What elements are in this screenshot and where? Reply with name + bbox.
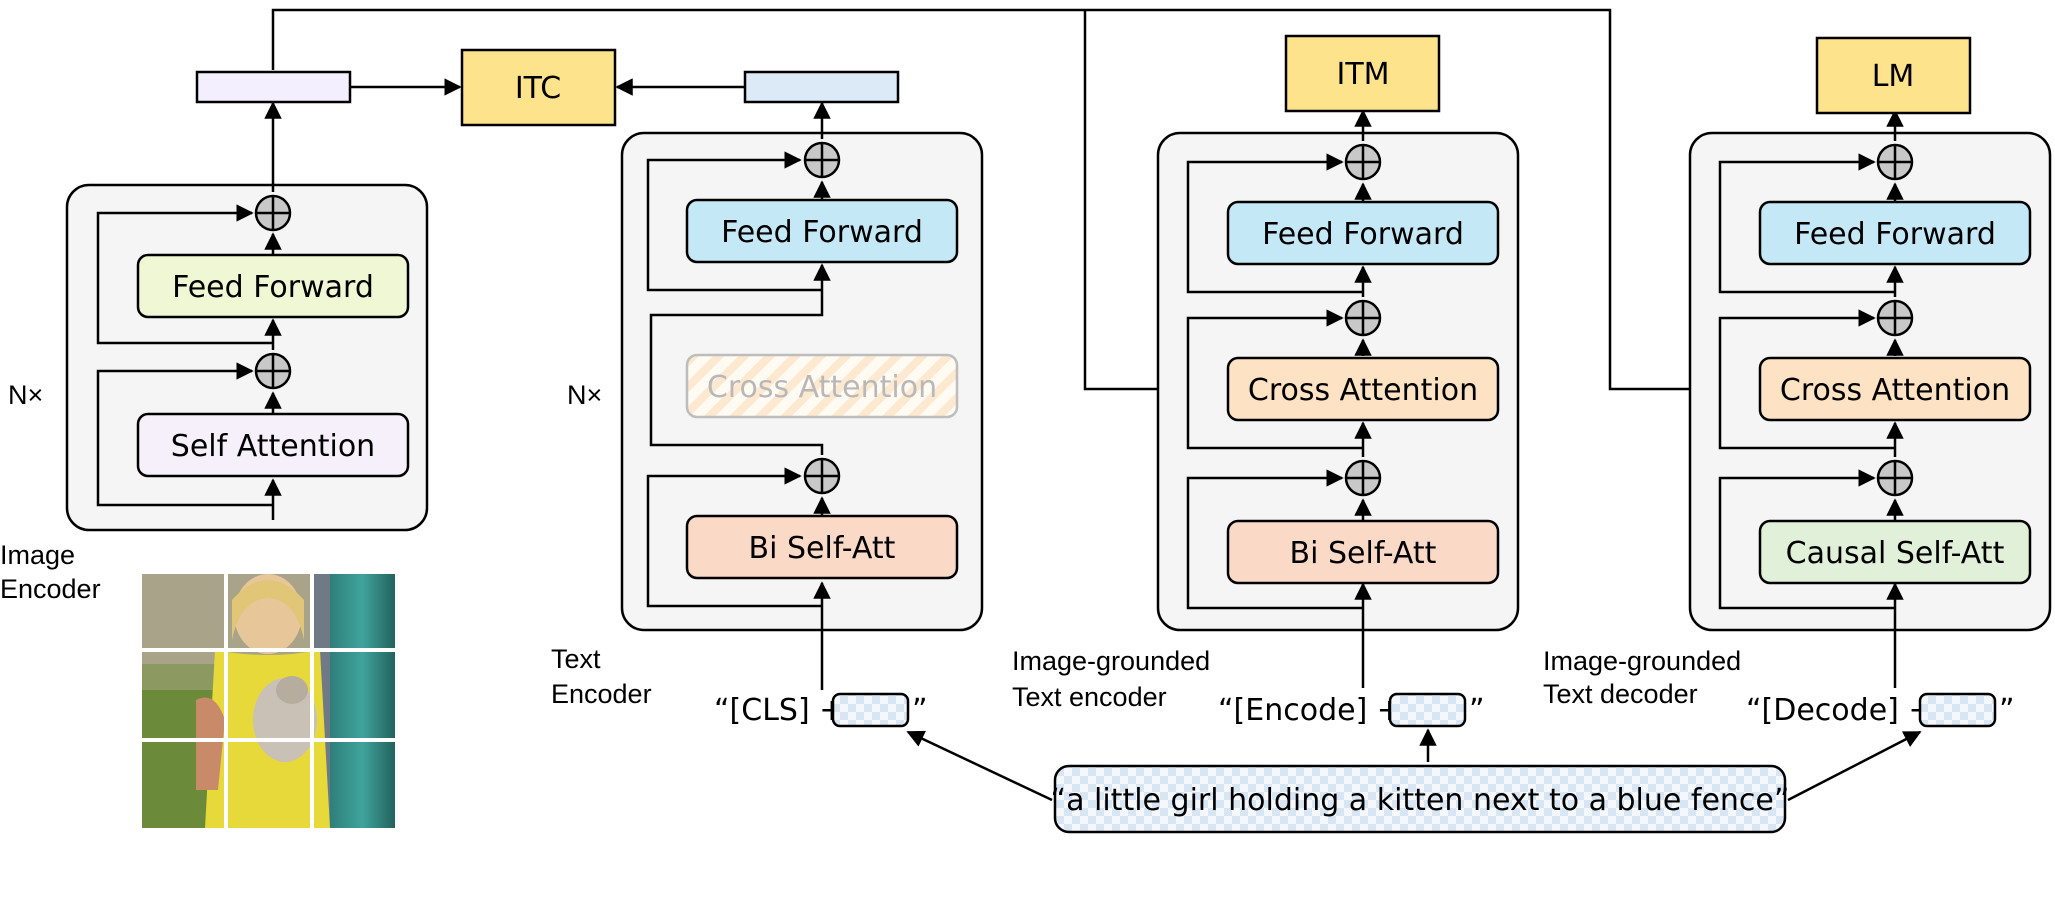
text-encoder-label-line1: Text	[551, 644, 601, 674]
decode-input: “[Decode] + ”	[1746, 692, 2015, 728]
itm-label: ITM	[1336, 57, 1389, 92]
grounded-enc-bi-self-att-label: Bi Self-Att	[1290, 536, 1437, 571]
encode-input-suffix: ”	[1469, 693, 1485, 728]
cls-input-prefix: “[CLS] +	[714, 693, 844, 728]
grounded-dec-plus-1-icon	[1876, 143, 1914, 181]
grounded-encoder-label-line2: Text encoder	[1012, 682, 1167, 712]
cls-input-suffix: ”	[912, 693, 928, 728]
lm-label: LM	[1872, 59, 1915, 94]
text-embedding-token	[743, 70, 900, 104]
decode-input-prefix: “[Decode] +	[1746, 693, 1934, 728]
text-plus-bottom-icon	[803, 457, 841, 495]
image-repeat-label: N×	[8, 380, 43, 410]
itc-label: ITC	[515, 71, 561, 106]
text-feed-forward-block: Feed Forward	[685, 198, 959, 264]
grounded-decoder-label-line1: Image-grounded	[1543, 646, 1741, 676]
image-plus-top-icon	[254, 194, 292, 232]
grounded-text-decoder: Feed Forward Cross Attention Causal Self…	[1543, 36, 2052, 728]
itm-loss: ITM	[1284, 34, 1441, 113]
cls-input: “[CLS] + ”	[714, 692, 928, 728]
image-embedding-token	[195, 70, 352, 104]
grounded-enc-feed-forward-block: Feed Forward	[1226, 200, 1500, 266]
grounded-dec-cross-attention-label: Cross Attention	[1780, 373, 2010, 408]
image-encoder-label-line1: Image	[0, 540, 75, 570]
grounded-dec-feed-forward-block: Feed Forward	[1758, 200, 2032, 266]
grounded-enc-cross-attention-block: Cross Attention	[1226, 356, 1500, 422]
decode-input-suffix: ”	[1999, 693, 2015, 728]
text-repeat-label: N×	[567, 380, 602, 410]
text-plus-top-icon	[803, 141, 841, 179]
text-cross-attention-block-disabled: Cross Attention	[685, 353, 959, 419]
grounded-dec-plus-2-icon	[1876, 299, 1914, 337]
grounded-dec-cross-attention-block: Cross Attention	[1758, 356, 2032, 422]
grounded-dec-causal-self-att-block: Causal Self-Att	[1758, 519, 2032, 585]
image-plus-bottom-icon	[254, 352, 292, 390]
grounded-dec-feed-forward-label: Feed Forward	[1794, 217, 1996, 252]
image-encoder-panel	[65, 183, 429, 532]
lm-loss: LM	[1815, 36, 1972, 115]
grounded-decoder-label-line2: Text decoder	[1543, 679, 1698, 709]
image-encoder-label-line2: Encoder	[0, 574, 101, 604]
image-self-attention-block: Self Attention	[136, 412, 410, 478]
itc-loss: ITC	[460, 48, 617, 127]
text-feed-forward-label: Feed Forward	[721, 215, 923, 250]
caption-text: “a little girl holding a kitten next to …	[1051, 783, 1790, 818]
image-encoder: Feed Forward Self Attention N× Image Enc…	[0, 70, 429, 604]
text-cross-attention-label: Cross Attention	[707, 370, 937, 405]
grounded-enc-plus-2-icon	[1344, 299, 1382, 337]
encode-input: “[Encode] + ”	[1218, 692, 1485, 728]
caption-arrows	[906, 728, 1922, 802]
grounded-enc-feed-forward-label: Feed Forward	[1262, 217, 1464, 252]
encode-input-prefix: “[Encode] +	[1218, 693, 1402, 728]
text-bi-self-att-label: Bi Self-Att	[749, 531, 896, 566]
text-encoder: Feed Forward Cross Attention Bi Self-Att…	[551, 70, 984, 728]
image-feed-forward-label: Feed Forward	[172, 270, 374, 305]
image-feed-forward-block: Feed Forward	[136, 253, 410, 319]
input-photo	[142, 574, 395, 828]
grounded-encoder-label-line1: Image-grounded	[1012, 646, 1210, 676]
grounded-enc-plus-1-icon	[1344, 143, 1382, 181]
grounded-text-encoder: Feed Forward Cross Attention Bi Self-Att…	[1012, 34, 1520, 728]
grounded-enc-plus-3-icon	[1344, 459, 1382, 497]
text-encoder-label-line2: Encoder	[551, 679, 652, 709]
text-bi-self-att-block: Bi Self-Att	[685, 514, 959, 580]
grounded-enc-cross-attention-label: Cross Attention	[1248, 373, 1478, 408]
grounded-enc-bi-self-att-block: Bi Self-Att	[1226, 519, 1500, 585]
grounded-dec-plus-3-icon	[1876, 459, 1914, 497]
caption-input: “a little girl holding a kitten next to …	[1051, 764, 1790, 834]
image-self-attention-label: Self Attention	[171, 429, 375, 464]
grounded-dec-causal-self-att-label: Causal Self-Att	[1786, 536, 2005, 571]
